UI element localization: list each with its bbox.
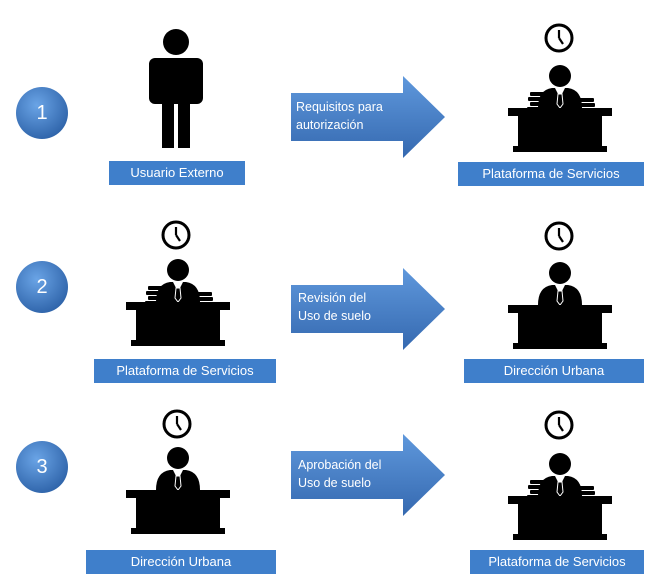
clock-icon — [544, 23, 574, 53]
clerk-with-papers-icon — [508, 64, 612, 152]
arrow-text-line: Uso de suelo — [298, 309, 371, 323]
arrow-text-line: autorización — [296, 118, 364, 132]
step-circle-3 — [16, 441, 68, 493]
arrow-text-line: Uso de suelo — [298, 476, 371, 490]
clerk-with-papers-icon — [508, 452, 612, 540]
arrow-text-1: Requisitos para autorización — [296, 98, 383, 134]
clerk-with-papers-icon — [126, 258, 230, 346]
step-1-source-label: Usuario Externo — [109, 161, 245, 185]
arrow-1 — [291, 76, 445, 158]
step-2-target-label: Dirección Urbana — [464, 359, 644, 383]
arrow-2 — [291, 268, 445, 350]
arrow-text-line: Revisión del — [298, 291, 367, 305]
clock-icon — [544, 221, 574, 251]
step-number-3: 3 — [36, 456, 48, 478]
clerk-at-desk-icon — [126, 446, 230, 534]
clock-icon — [544, 410, 574, 440]
arrow-text-line: Aprobación del — [298, 458, 382, 472]
step-1-target-label: Plataforma de Servicios — [458, 162, 644, 186]
step-3-source-label: Dirección Urbana — [86, 550, 276, 574]
step-2-source-label: Plataforma de Servicios — [94, 359, 276, 383]
arrow-text-line: Requisitos para — [296, 100, 383, 114]
step-circle-2 — [16, 261, 68, 313]
clock-icon — [162, 409, 192, 439]
step-3-target-label: Plataforma de Servicios — [470, 550, 644, 574]
arrow-3 — [291, 434, 445, 516]
person-icon — [149, 29, 203, 148]
arrow-text-3: Aprobación del Uso de suelo — [298, 456, 381, 492]
step-circle-1 — [16, 87, 68, 139]
clock-icon — [161, 220, 191, 250]
arrow-text-2: Revisión del Uso de suelo — [298, 289, 371, 325]
clerk-at-desk-icon — [508, 261, 612, 349]
step-number-2: 2 — [36, 276, 48, 298]
step-number-1: 1 — [36, 102, 48, 124]
